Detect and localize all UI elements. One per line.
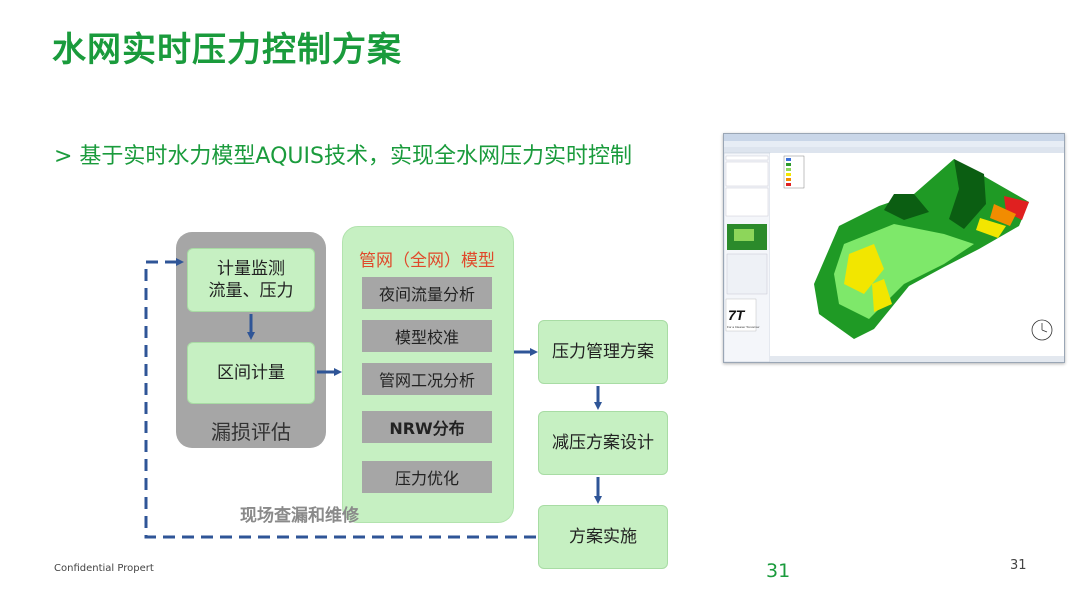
screenshot-tagline: For a Cleaner Tomorrow (727, 325, 760, 329)
model-item: 压力优化 (362, 461, 492, 493)
page-title: 水网实时压力控制方案 (52, 30, 402, 70)
field-leak-repair-label: 现场查漏和维修 (240, 506, 359, 526)
district-metering-box: 区间计量 (187, 342, 315, 404)
page-number: 31 (1010, 558, 1027, 573)
slide-number: 31 (766, 560, 791, 582)
model-item: 模型校准 (362, 320, 492, 352)
implementation-box: 方案实施 (538, 505, 668, 569)
aquis-software-screenshot: 7T For a Cleaner Tomorrow (723, 133, 1065, 363)
pressure-plan-box: 压力管理方案 (538, 320, 668, 384)
subtitle: > 基于实时水力模型AQUIS技术，实现全水网压力实时控制 (54, 144, 632, 169)
confidential-footer: Confidential Propert (54, 563, 154, 574)
pressure-reduction-design-box: 减压方案设计 (538, 411, 668, 475)
model-item: NRW分布 (362, 411, 492, 443)
model-panel-title: 管网（全网）模型 (359, 251, 495, 271)
feedback-dashed-arrow (144, 258, 536, 539)
metering-box: 计量监测 流量、压力 (187, 248, 315, 312)
model-item: 夜间流量分析 (362, 277, 492, 309)
leak-assessment-label: 漏损评估 (211, 420, 291, 444)
screenshot-logo: 7T (728, 307, 746, 323)
model-item: 管网工况分析 (362, 363, 492, 395)
